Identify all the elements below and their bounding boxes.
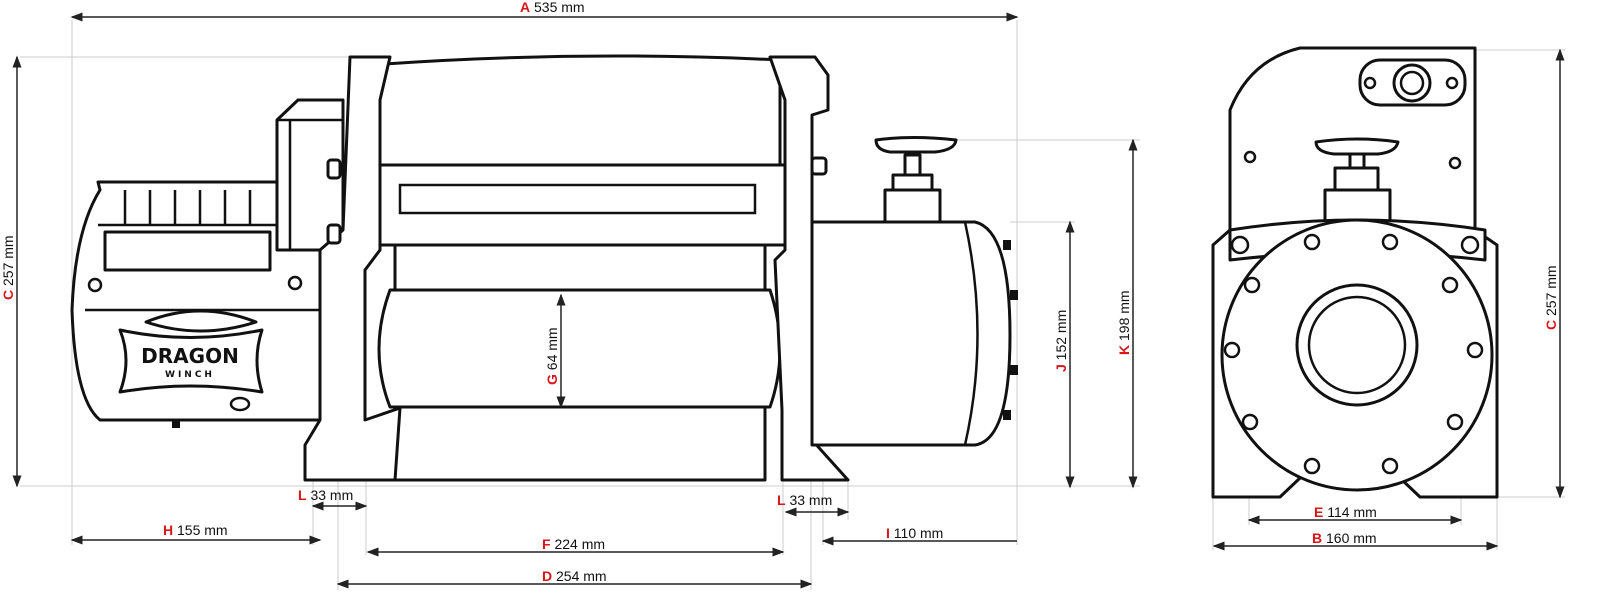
tie-bar	[363, 163, 787, 247]
dim-H: H 155 mm	[163, 522, 228, 538]
dim-G: G 64 mm	[544, 327, 560, 385]
motor-ribs	[123, 190, 252, 225]
dim-F: F 224 mm	[542, 536, 605, 552]
left-end-plate	[303, 55, 402, 482]
dim-A: A 535 mm	[520, 0, 585, 15]
bolts	[1223, 233, 1484, 475]
dim-C-right: C 257 mm	[1543, 265, 1559, 330]
cable-drum	[377, 288, 782, 409]
dimension-lines	[12, 12, 1565, 589]
dim-C-left: C 257 mm	[0, 235, 16, 300]
winch-side-view: DRAGON WINCH	[70, 54, 1018, 482]
brand-sub: WINCH	[165, 370, 215, 380]
dim-L-right: L 33 mm	[777, 492, 832, 508]
dim-J: J 152 mm	[1053, 310, 1069, 372]
dimension-labels: A 535 mm C 257 mm G 64 mm J 152 mm K 198…	[0, 0, 1559, 584]
drum-cover	[368, 54, 782, 167]
dim-K: K 198 mm	[1116, 290, 1132, 355]
brand-name: DRAGON	[141, 344, 239, 368]
control-box	[275, 98, 345, 252]
dim-L-left: L 33 mm	[298, 487, 353, 503]
dim-I: I 110 mm	[886, 525, 943, 541]
right-end-plate	[768, 55, 850, 482]
winch-front-view	[1211, 46, 1499, 499]
brand-logo: DRAGON WINCH	[118, 309, 264, 394]
dim-B: B 160 mm	[1312, 530, 1377, 546]
gearbox	[810, 220, 1012, 447]
dim-E: E 114 mm	[1314, 504, 1377, 520]
dim-D: D 254 mm	[542, 568, 607, 584]
clutch-knob	[874, 136, 958, 224]
